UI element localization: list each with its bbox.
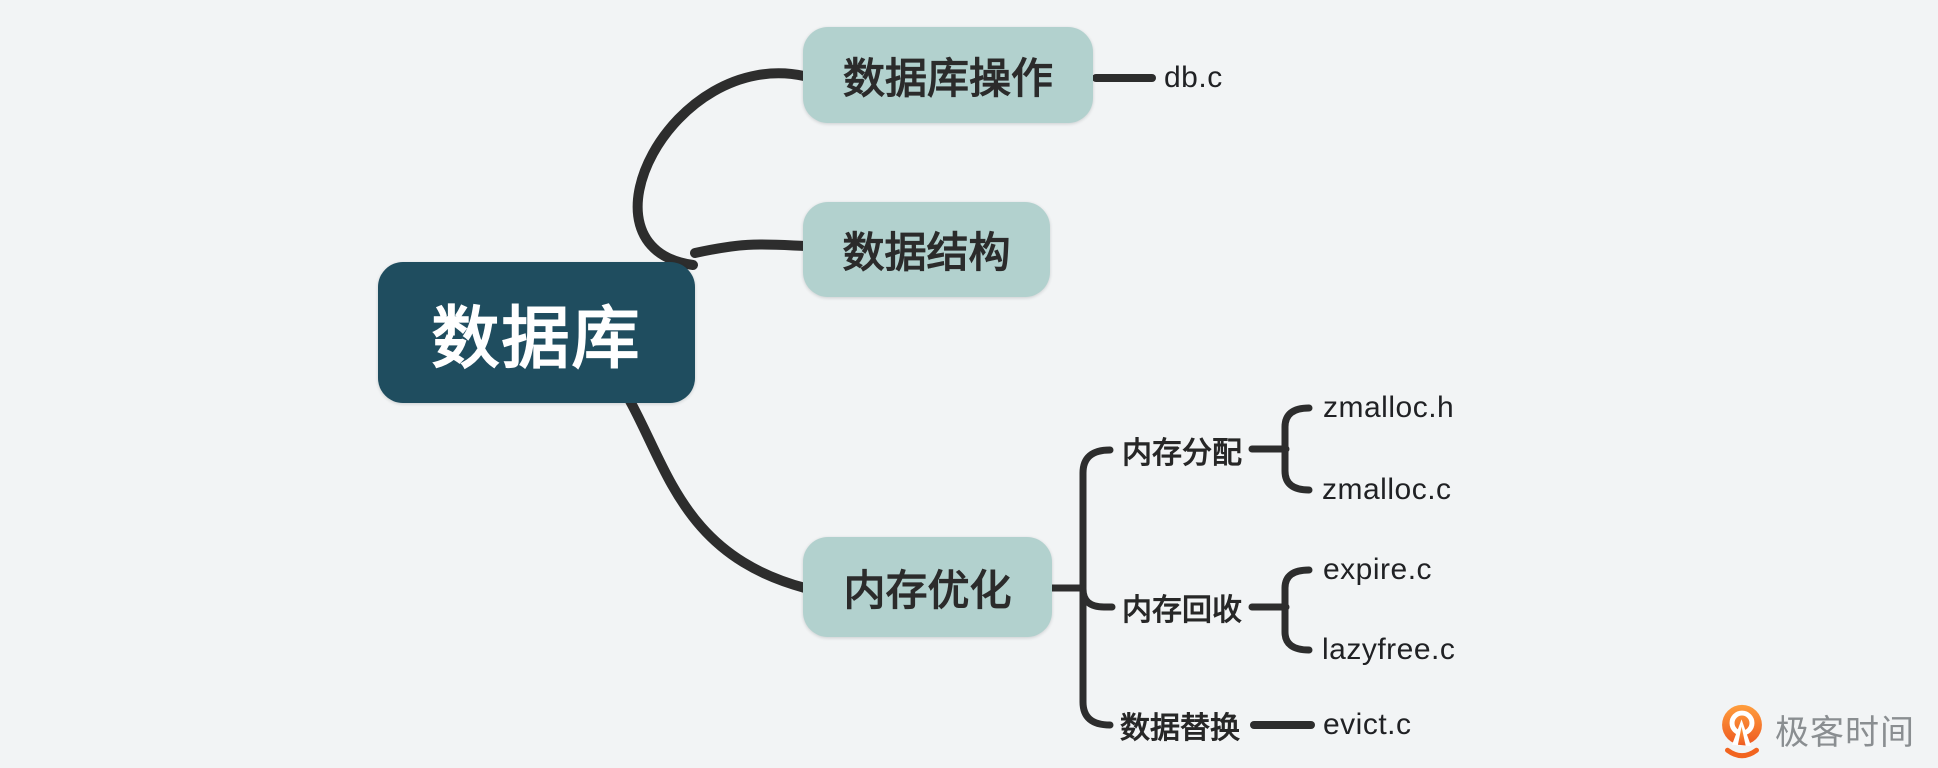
leaf-file-evict-c: evict.c bbox=[1323, 708, 1412, 741]
leaf-file-db-c: db.c bbox=[1164, 61, 1223, 94]
node-memory-reclaim: 内存回收 bbox=[1122, 594, 1242, 627]
node-database-operations: 数据库操作 bbox=[803, 27, 1093, 123]
node-memory-allocation: 内存分配 bbox=[1122, 437, 1242, 470]
connector-root-to-data-structures bbox=[690, 239, 810, 258]
bracket-memory-allocation-files bbox=[1281, 404, 1313, 494]
node-data-structures: 数据结构 bbox=[803, 202, 1050, 297]
bracket-memory-reclaim-files bbox=[1281, 566, 1313, 654]
bracket-memory-optimization-children bbox=[1079, 446, 1114, 729]
node-memory-optimization-label: 内存优化 bbox=[843, 566, 1012, 614]
node-database-operations-label: 数据库操作 bbox=[842, 54, 1053, 102]
node-data-structures-label: 数据结构 bbox=[842, 229, 1011, 276]
node-memory-optimization: 内存优化 bbox=[803, 537, 1052, 637]
leaf-file-lazyfree-c: lazyfree.c bbox=[1322, 633, 1456, 666]
leaf-file-expire-c: expire.c bbox=[1323, 553, 1433, 586]
leaf-file-zmalloc-h: zmalloc.h bbox=[1323, 391, 1455, 424]
connector-root-to-memory-optimization bbox=[625, 396, 810, 593]
elbow-to-memory-reclaim bbox=[1079, 585, 1116, 611]
geektime-logo-text: 极客时间 bbox=[1775, 714, 1915, 752]
connector-root-to-db-operations bbox=[632, 68, 809, 270]
leaf-file-zmalloc-c: zmalloc.c bbox=[1322, 473, 1452, 506]
node-database-root-label: 数据库 bbox=[431, 301, 642, 377]
geektime-logo-icon bbox=[1722, 704, 1762, 759]
geektime-watermark: 极客时间 bbox=[1720, 704, 1915, 762]
node-database-root: 数据库 bbox=[378, 262, 695, 403]
node-data-replacement: 数据替换 bbox=[1120, 712, 1240, 745]
